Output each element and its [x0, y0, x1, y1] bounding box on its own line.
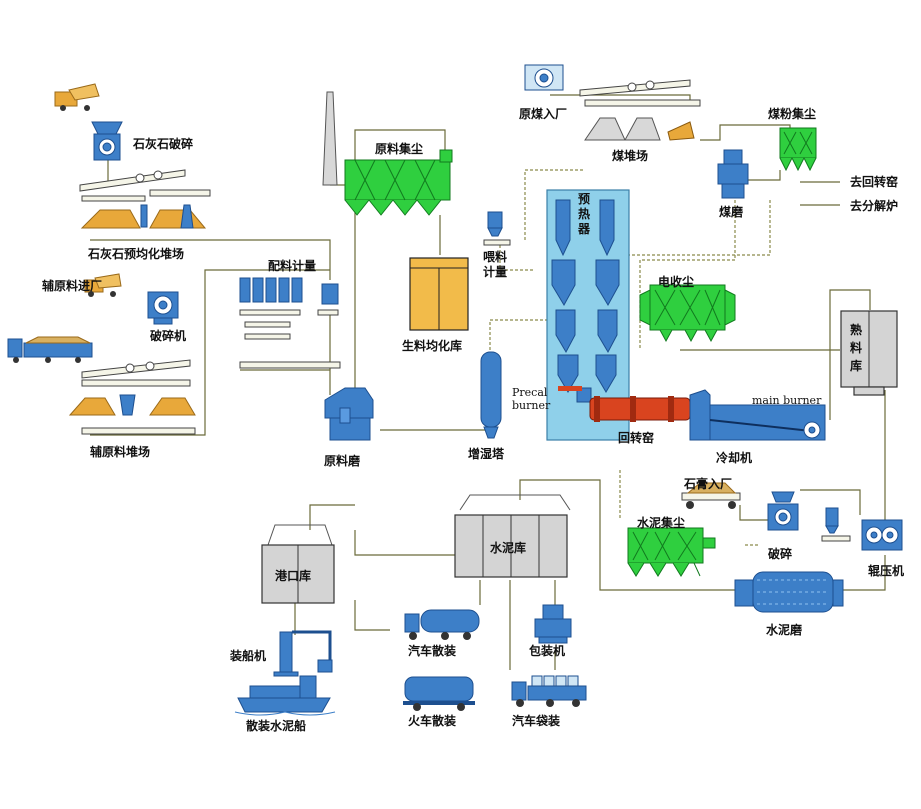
raw-silo: [409, 257, 469, 331]
coal-piles: [584, 117, 695, 141]
label-aux-yard: 辅原料堆场: [90, 444, 150, 459]
chimney: [322, 91, 338, 186]
label-precal-2: burner: [512, 399, 551, 412]
train-bulk: [403, 676, 475, 711]
label-bulk-ship: 散装水泥船: [246, 718, 306, 733]
label-cooler: 冷却机: [716, 450, 752, 465]
label-packer: 包装机: [528, 643, 565, 658]
pipelines: [90, 94, 886, 670]
limestone-crusher: [91, 121, 123, 161]
label-preheater-3: 器: [577, 222, 591, 236]
coal-dust-collector: [779, 127, 817, 172]
label-cement-mill: 水泥磨: [766, 622, 802, 637]
label-cement-silo: 水泥库: [490, 540, 526, 555]
limestone-truck: [54, 83, 100, 111]
coal-unloader: [524, 64, 564, 91]
label-crusher: 破碎机: [150, 328, 186, 343]
label-preheater-2: 热: [578, 206, 590, 221]
bulk-ship: [234, 675, 336, 716]
humid-tower: [480, 351, 502, 439]
ship-loader: [273, 630, 333, 677]
label-cement-dust: 水泥集尘: [637, 515, 685, 530]
gypsum-cart: [681, 482, 741, 509]
label-truck-bag: 汽车袋装: [512, 713, 560, 728]
rotary-kiln: [558, 386, 691, 422]
coal-mill: [717, 149, 749, 199]
cement-mill: [734, 571, 844, 613]
raw-dust-collector: [344, 149, 453, 216]
label-roller-press: 辊压机: [868, 563, 904, 578]
label-port-silo: 港口库: [275, 568, 311, 583]
label-to-kiln: 去回转窑: [850, 174, 898, 189]
feed-meter: [483, 211, 511, 246]
label-ship-loader: 装船机: [229, 648, 266, 663]
label-preheater-1: 预: [578, 192, 590, 206]
batch-bins: [239, 277, 341, 369]
label-limestone-prehomo: 石灰石预均化堆场: [87, 246, 184, 261]
label-raw-dust: 原料集尘: [375, 141, 423, 156]
label-limestone-crush: 石灰石破碎: [132, 136, 193, 151]
clinker-meter: [821, 507, 851, 542]
aux-crusher: [147, 291, 179, 325]
raw-mill: [324, 387, 374, 441]
esp: [639, 284, 736, 343]
label-rotary-kiln: 回转窑: [618, 430, 654, 445]
cement-silo: [454, 494, 571, 578]
packer: [534, 604, 572, 644]
label-crush2: 破碎: [768, 546, 792, 561]
label-gypsum-in: 石膏入厂: [683, 476, 732, 491]
crusher-2: [767, 491, 799, 531]
aux-belts: [68, 359, 196, 435]
label-clinker-2: 料: [850, 340, 862, 355]
clinker-silo: [840, 310, 898, 396]
cement-dust-collector: [627, 527, 716, 577]
cooler: [689, 389, 826, 441]
limestone-piles: [80, 204, 207, 229]
label-train-bulk: 火车散装: [408, 713, 456, 728]
label-precal-1: Precal: [512, 386, 548, 399]
label-feed-meter-1: 喂料: [483, 249, 507, 264]
roller-press: [861, 519, 903, 551]
label-coal-in: 原煤入厂: [519, 106, 567, 121]
label-raw-silo: 生料均化库: [402, 338, 462, 353]
port-silo: [261, 524, 335, 604]
label-humid-tower: 增湿塔: [468, 446, 505, 461]
label-raw-mill: 原料磨: [324, 453, 360, 468]
label-truck-bulk: 汽车散装: [408, 643, 456, 658]
coal-belt: [579, 79, 701, 107]
label-esp: 电收尘: [658, 274, 694, 289]
label-clinker-1: 熟: [850, 322, 862, 337]
truck-bag: [511, 675, 587, 707]
label-main-burner: main burner: [752, 394, 822, 407]
label-clinker-3: 库: [850, 358, 862, 373]
limestone-belts: [79, 169, 211, 202]
truck-bulk: [404, 609, 480, 640]
label-aux-in: 辅原料进厂: [42, 278, 102, 293]
label-coal-yard: 煤堆场: [612, 148, 648, 163]
label-coal-dust: 煤粉集尘: [768, 106, 816, 121]
aux-truck: [84, 273, 122, 297]
label-coal-mill: 煤磨: [719, 204, 743, 219]
label-to-calciner: 去分解炉: [850, 198, 898, 213]
aux-lorry: [7, 336, 93, 363]
label-feed-meter-2: 计量: [483, 264, 507, 279]
label-batch-meter: 配料计量: [268, 258, 316, 273]
